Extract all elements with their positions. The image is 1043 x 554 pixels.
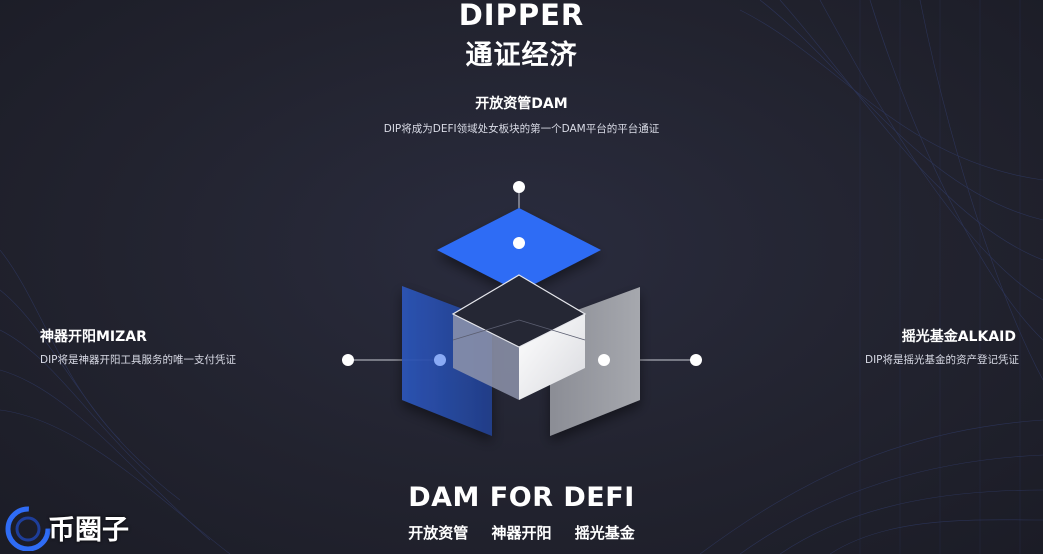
cube-inner-edge-2 — [518, 319, 586, 341]
watermark-text: 币圈子 — [48, 514, 129, 546]
top-inner-dot — [513, 237, 525, 249]
left-node-title: 神器开阳MIZAR — [40, 329, 147, 345]
cube-inner-edge-1 — [452, 319, 520, 341]
left-outer-dot — [342, 354, 354, 366]
cube-right-face — [519, 314, 585, 400]
right-outer-dot — [690, 354, 702, 366]
top-outer-dot — [513, 181, 525, 193]
page-title: DIPPER — [458, 0, 585, 32]
cube-left-face — [453, 314, 519, 400]
footer-tags: 开放资管 神器开阳 摇光基金 — [0, 522, 1043, 543]
footer-title: DAM FOR DEFI — [408, 482, 635, 513]
watermark-logo: 币圈子 — [4, 502, 154, 552]
top-node-title: 开放资管DAM — [475, 96, 568, 112]
right-node-title: 摇光基金ALKAID — [901, 329, 1016, 345]
watermark-logo-icon — [5, 506, 51, 551]
left-inner-dot — [434, 354, 446, 366]
cube-top-outline — [451, 274, 587, 348]
left-node-desc: DIP将是神器开阳工具服务的唯一支付凭证 — [40, 354, 237, 366]
right-node-desc: DIP将是摇光基金的资产登记凭证 — [864, 354, 1019, 366]
footer-tag-alkaid: 摇光基金 — [574, 524, 635, 542]
footer-tag-asset-management: 开放资管 — [408, 524, 469, 542]
blue-diamond-face — [437, 208, 601, 292]
right-inner-dot — [598, 354, 610, 366]
top-node-desc: DIP将成为DEFI领域处女板块的第一个DAM平台的平台通证 — [383, 123, 660, 135]
page-subtitle: 通证经济 — [465, 40, 578, 71]
footer-tag-mizar: 神器开阳 — [491, 524, 552, 542]
